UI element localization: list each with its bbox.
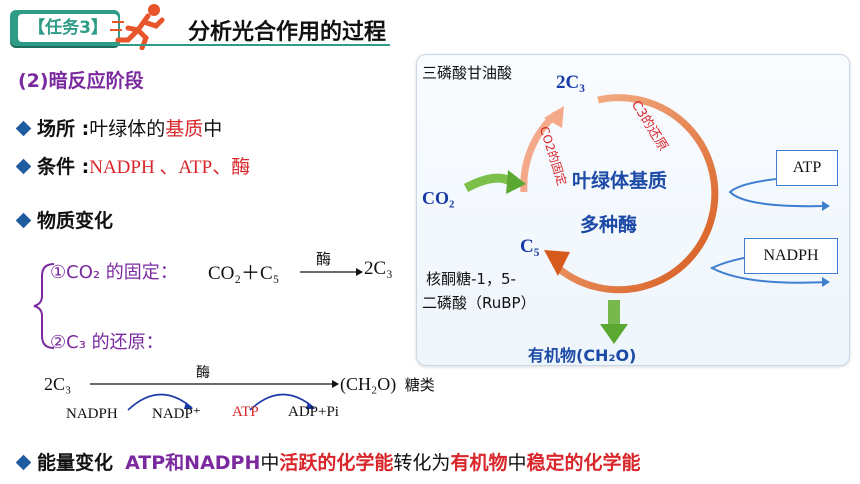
reduction-lhs: 2C₃ — [44, 374, 72, 394]
reduction-rhs: (CH₂O) 糖类 — [340, 374, 435, 394]
g3p-label: 三磷酸甘油酸 — [422, 64, 513, 82]
conditions-line: 条件 :NADPH 、ATP、酶 — [15, 152, 251, 179]
diamond-bullet-icon — [15, 120, 32, 137]
rubp-label-2: 二磷酸（RuBP） — [422, 294, 536, 312]
section-subtitle: (2)暗反应阶段 — [18, 70, 144, 92]
brace-icon — [33, 263, 55, 349]
c5-label: C₅ — [520, 236, 540, 257]
material-label: 物质变化 — [37, 210, 114, 232]
cofactor-arrows — [127, 393, 315, 411]
fixation-enzyme: 酶 — [316, 250, 332, 268]
place-line: 场所 :叶绿体的基质中 — [15, 114, 222, 141]
task-label: 【任务3】 — [18, 14, 118, 42]
cycle-center-enzymes: 多种酶 — [580, 214, 638, 236]
nadp-label: NADP⁺ — [152, 406, 201, 422]
cycle-center-stroma: 叶绿体基质 — [572, 170, 668, 192]
fixation-line: ①CO₂ 的固定： — [50, 262, 178, 283]
calvin-cycle-panel — [416, 54, 850, 366]
diamond-bullet-icon — [15, 454, 32, 471]
diamond-bullet-icon — [15, 158, 32, 175]
adp-label: ADP+Pi — [288, 404, 339, 420]
place-label: 场所 — [37, 118, 76, 140]
fixation-label: ①CO₂ 的固定 — [50, 262, 160, 283]
task-tab: 【任务3】 — [10, 10, 120, 46]
product-label: 有机物(CH₂O) — [528, 346, 637, 365]
c3-label: 2C₃ — [556, 72, 585, 93]
energy-line: 能量变化 ATP和NADPH中活跃的化学能转化为有机物中稳定的化学能 — [15, 448, 640, 475]
page-title: 分析光合作用的过程 — [188, 20, 387, 45]
material-line: 物质变化 — [15, 206, 114, 233]
reduction-label: ②C₃ 的还原 — [50, 332, 146, 353]
fixation-arrow — [300, 268, 363, 276]
conditions-label: 条件 — [37, 156, 76, 178]
fixation-rhs: 2C₃ — [364, 258, 393, 279]
title-underline — [30, 44, 390, 46]
stroma-highlight: 基质 — [165, 118, 204, 140]
atp-box: ATP — [776, 150, 838, 186]
reduction-arrow — [90, 380, 339, 388]
energy-label: 能量变化 — [37, 452, 114, 474]
reduction-line: ②C₃ 的还原： — [50, 332, 164, 353]
nadph-box: NADPH — [744, 238, 838, 274]
calvin-cycle-diagram — [463, 94, 830, 344]
runner-icon — [110, 4, 165, 50]
reduction-enzyme: 酶 — [196, 365, 210, 381]
fixation-lhs: CO₂＋C₅ — [208, 263, 280, 284]
atp-label: ATP — [232, 404, 259, 420]
rubp-label-1: 核酮糖-1，5- — [426, 270, 516, 288]
nadph-label: NADPH — [66, 406, 118, 422]
co2-label: CO₂ — [422, 188, 455, 208]
diamond-bullet-icon — [15, 212, 32, 229]
conditions-value: NADPH 、ATP、酶 — [89, 157, 251, 178]
